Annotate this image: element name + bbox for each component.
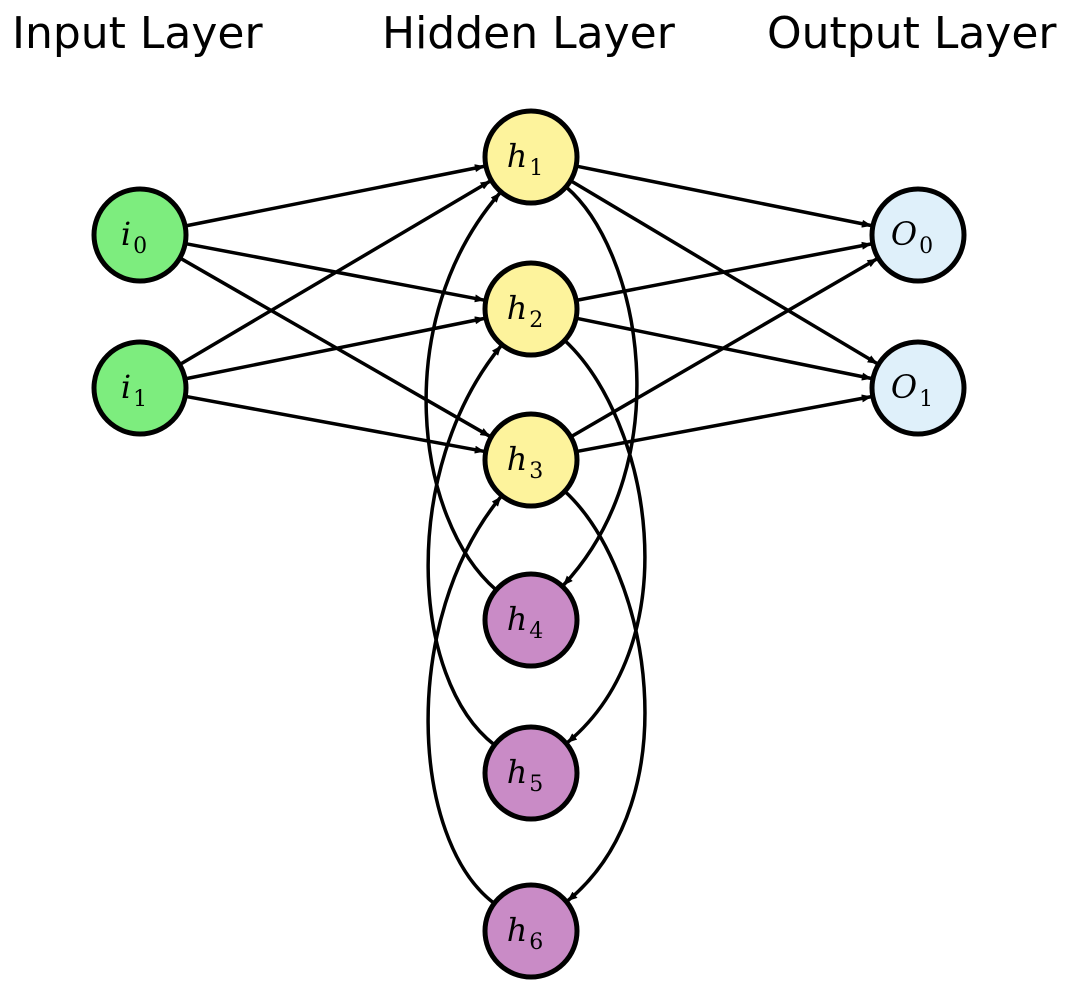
- node-label-i1: i1: [121, 368, 147, 412]
- edge-h4-to-h1: [424, 192, 501, 592]
- node-label-h6: h6: [507, 911, 544, 955]
- node-h4: h4: [482, 571, 580, 669]
- node-label-o1: O1: [891, 368, 933, 412]
- node-circle-i1: [91, 339, 189, 437]
- node-circle-h6: [482, 882, 580, 980]
- edge-h3-to-h6: [563, 489, 647, 902]
- output-layer-title: Output Layer: [767, 8, 1057, 59]
- node-label-i0: i0: [121, 215, 147, 259]
- node-circle-h4: [482, 571, 580, 669]
- node-circle-h3: [482, 411, 580, 509]
- node-circle-h2: [482, 260, 580, 358]
- node-label-h4: h4: [507, 600, 544, 644]
- node-h5: h5: [482, 724, 580, 822]
- node-circle-i0: [91, 186, 189, 284]
- node-label-o0: O0: [891, 215, 933, 259]
- hidden-layer-title: Hidden Layer: [382, 8, 676, 59]
- node-h6: h6: [482, 882, 580, 980]
- edge-h2-to-h5: [563, 339, 647, 744]
- node-i1: i1: [91, 339, 189, 437]
- edges: [178, 164, 878, 905]
- node-label-h1: h1: [507, 137, 544, 181]
- edge-h2-to-o0: [575, 241, 872, 303]
- edge-h1-to-h4: [562, 185, 639, 587]
- node-circle-o0: [869, 186, 967, 284]
- edge-i1-to-h1: [178, 179, 491, 367]
- edge-h1-to-o0: [575, 164, 872, 228]
- node-h1: h1: [482, 108, 580, 206]
- input-layer-title: Input Layer: [12, 8, 264, 59]
- node-i0: i0: [91, 186, 189, 284]
- node-h3: h3: [482, 411, 580, 509]
- node-label-h5: h5: [507, 753, 544, 797]
- node-h2: h2: [482, 260, 580, 358]
- edge-i0-to-h1: [184, 164, 485, 228]
- edge-h3-to-o0: [569, 257, 878, 439]
- node-circle-o1: [869, 339, 967, 437]
- edge-h6-to-h3: [426, 496, 502, 905]
- node-circle-h5: [482, 724, 580, 822]
- node-label-h3: h3: [507, 440, 544, 484]
- node-label-h2: h2: [507, 289, 544, 333]
- edge-i1-to-h2: [184, 316, 485, 381]
- node-o0: O0: [869, 186, 967, 284]
- edge-i1-to-h3: [184, 394, 485, 454]
- node-o1: O1: [869, 339, 967, 437]
- node-circle-h1: [482, 108, 580, 206]
- edge-h5-to-h2: [426, 345, 503, 747]
